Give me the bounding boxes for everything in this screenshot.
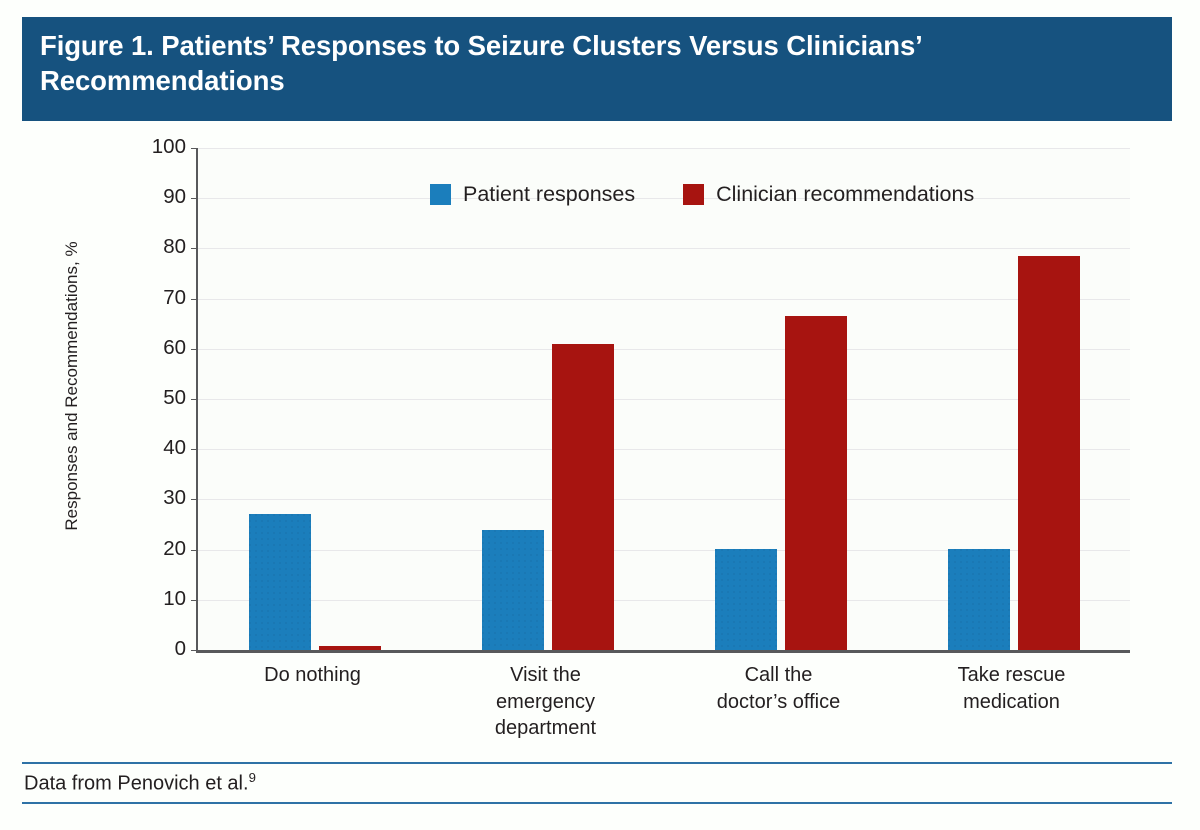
y-axis-tickmark — [191, 399, 198, 400]
plot-area: Patient responses Clinician recommendati… — [191, 148, 1130, 653]
y-axis-tick-label: 90 — [163, 185, 186, 209]
y-axis-tick-label: 80 — [163, 235, 186, 259]
x-axis-category-label: Take rescue medication — [957, 664, 1066, 713]
gridline — [198, 399, 1130, 400]
figure-footer: Data from Penovich et al.9 — [22, 762, 1172, 804]
gridline — [198, 248, 1130, 250]
bar-clinician — [1017, 255, 1080, 650]
legend-item-clinician-recommendations: Clinician recommendations — [683, 182, 974, 207]
y-axis-tick-label: 100 — [151, 135, 186, 158]
y-axis-tick-label: 70 — [163, 285, 186, 309]
y-axis-tick-label: 50 — [163, 386, 186, 409]
footer-rule-bottom — [22, 801, 1172, 804]
footer-rule-top — [22, 762, 1172, 764]
y-axis-tickmark — [191, 650, 198, 651]
y-axis-tickmark — [191, 348, 198, 350]
gridline — [198, 298, 1130, 300]
y-axis-tick-label: 10 — [163, 586, 186, 610]
gridline — [198, 449, 1130, 451]
y-axis-tick-label: 40 — [163, 436, 186, 460]
legend-swatch-icon-clinician — [683, 184, 705, 205]
y-axis-tickmark — [191, 599, 198, 601]
bar-clinician — [551, 343, 614, 650]
chart-container: Responses and Recommendations, % 0 10 20 30… — [0, 121, 1200, 751]
gridline — [198, 499, 1130, 501]
y-axis-tick-label: 30 — [163, 486, 186, 510]
y-axis-tickmark — [191, 549, 198, 551]
bar-patient — [947, 548, 1010, 650]
y-axis-tick-label: 60 — [163, 335, 186, 359]
y-axis-tickmark — [191, 148, 198, 149]
y-axis-tick-label: 20 — [163, 536, 186, 560]
bar-patient — [481, 529, 544, 650]
x-axis-category-label: Do nothing — [264, 664, 361, 686]
source-text: Data from Penovich et al. — [24, 772, 249, 795]
legend-label-clinician: Clinician recommendations — [716, 182, 975, 206]
gridline — [198, 348, 1130, 350]
bar-patient — [248, 514, 311, 650]
y-axis-tick-label: 0 — [174, 637, 186, 660]
y-axis-tickmark — [191, 198, 198, 200]
bar-clinician — [318, 645, 381, 650]
legend-swatch-icon-patient — [430, 184, 451, 205]
bar-patient — [714, 548, 777, 650]
y-axis-tickmark — [191, 449, 198, 451]
legend-label-patient: Patient responses — [463, 182, 636, 206]
gridline — [198, 198, 1130, 200]
figure-source-note: Data from Penovich et al.9 — [22, 764, 1172, 802]
page-title: Figure 1. Patients’ Responses to Seizure… — [40, 30, 923, 96]
y-axis-tickmark — [191, 298, 198, 300]
chart-legend: Patient responses Clinician recommendati… — [430, 182, 974, 207]
gridline — [198, 549, 1130, 551]
source-reference-number: 9 — [248, 770, 256, 785]
y-axis-tickmark — [191, 499, 198, 501]
figure-title-banner: Figure 1. Patients’ Responses to Seizure… — [22, 17, 1172, 121]
legend-item-patient-responses: Patient responses — [430, 182, 635, 207]
gridline — [198, 599, 1130, 601]
y-axis-title: Responses and Recommendations, % — [62, 241, 81, 531]
x-axis-category-label: Visit the emergency department — [494, 664, 597, 740]
x-axis-category-label: Call the doctor’s office — [716, 664, 841, 713]
y-axis-tickmark — [191, 248, 198, 250]
bar-clinician — [784, 316, 847, 650]
gridline — [198, 148, 1130, 149]
